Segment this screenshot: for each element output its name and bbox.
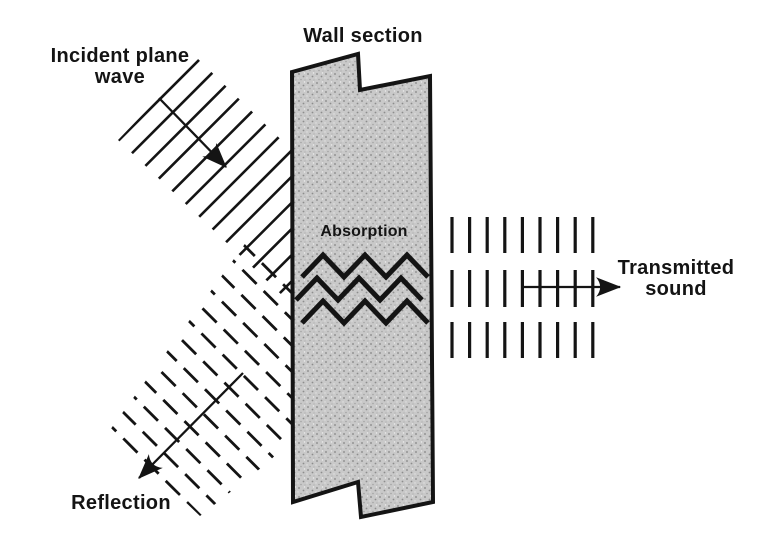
incident-direction-arrow [158, 97, 227, 168]
label-wall-section: Wall section [303, 25, 423, 47]
label-transmitted-sound: Transmitted sound [618, 258, 735, 300]
transmitted-wavefront-lines [450, 217, 595, 358]
label-incident-line2: wave [94, 66, 146, 88]
reflection-direction-arrow [138, 372, 244, 479]
label-incident-plane-wave: Incident plane wave [51, 46, 190, 88]
label-transmitted-line1: Transmitted [617, 257, 735, 279]
absorption-zigzag-symbol [294, 251, 430, 327]
label-absorption: Absorption [320, 223, 408, 240]
wall-section-shape [289, 51, 436, 520]
label-transmitted-line2: sound [645, 278, 707, 300]
label-incident-line1: Incident plane [50, 45, 190, 67]
label-reflection: Reflection [71, 492, 171, 514]
